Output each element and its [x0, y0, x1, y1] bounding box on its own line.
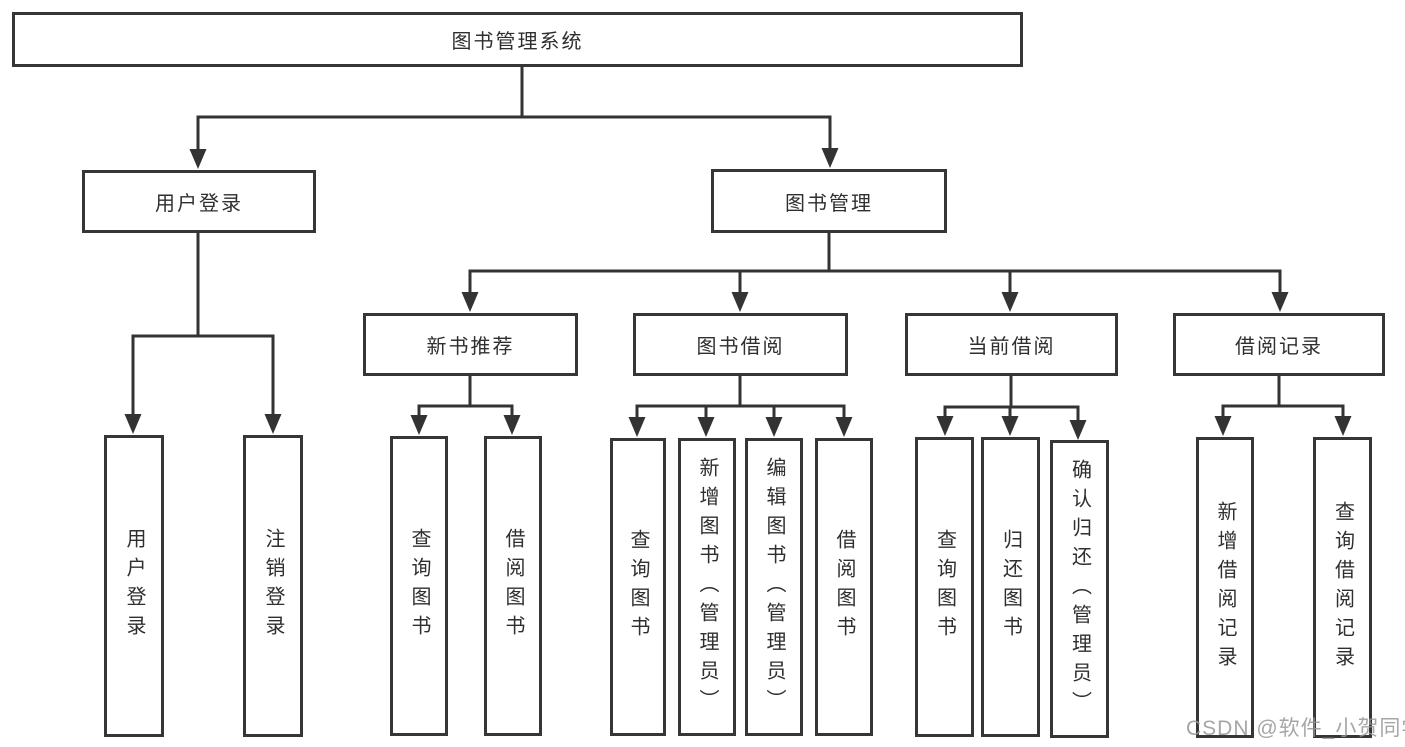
- node-label: 查询图书: [408, 528, 430, 644]
- node-label: 用户登录: [155, 193, 243, 215]
- connector-root-to-level2: [196, 67, 832, 150]
- arrowhead-icon: [410, 415, 428, 435]
- node-label: 新增图书（管理员）: [696, 456, 718, 718]
- arrowhead-icon: [124, 414, 142, 434]
- node-label: 图书管理系统: [451, 31, 584, 53]
- node-label: 图书管理: [785, 192, 873, 215]
- node-label: 查询图书: [627, 529, 649, 645]
- node-label: 新书推荐: [426, 336, 515, 358]
- node-book-management: 图书管理: [711, 169, 947, 233]
- arrowhead-icon: [1001, 416, 1019, 436]
- arrowhead-icon: [628, 417, 646, 437]
- node-label: 归还图书: [999, 529, 1022, 645]
- arrowhead-icon: [264, 414, 282, 434]
- leaf-user-login: 用户登录: [104, 435, 164, 737]
- leaf-query-books-2: 查询图书: [610, 438, 666, 736]
- node-label: 新增借阅记录: [1214, 500, 1236, 675]
- csdn-watermark: CSDN @软件_小贺同学: [1186, 717, 1405, 740]
- leaf-borrow-books-1: 借阅图书: [484, 436, 542, 736]
- leaf-add-book-admin: 新增图书（管理员）: [678, 438, 736, 736]
- node-label: 确认归还（管理员）: [1068, 458, 1091, 720]
- connector-current-borrow-to-leaves: [943, 376, 1080, 421]
- node-new-book-recommend: 新书推荐: [363, 313, 578, 376]
- arrowheads-new-books: [410, 415, 521, 435]
- arrowhead-icon: [936, 416, 954, 436]
- arrowhead-icon: [461, 292, 479, 312]
- node-label: 注销登录: [262, 528, 284, 644]
- node-library-system: 图书管理系统: [12, 12, 1023, 67]
- leaf-confirm-return-admin: 确认归还（管理员）: [1050, 440, 1109, 738]
- arrowhead-icon: [765, 417, 783, 437]
- leaf-query-books-3: 查询图书: [915, 437, 974, 737]
- arrowheads-root-to-level2: [189, 148, 839, 169]
- arrowheads-current-borrow: [936, 416, 1087, 440]
- arrowhead-icon: [503, 415, 521, 435]
- node-label: 查询图书: [933, 529, 956, 645]
- arrowhead-icon: [821, 148, 839, 168]
- connector-line: [131, 233, 275, 416]
- connector-book-borrow-to-leaves: [635, 376, 846, 418]
- node-label: 借阅图书: [833, 529, 855, 645]
- node-label: 用户登录: [123, 528, 145, 644]
- arrowheads-book-mgmt: [461, 292, 1289, 312]
- leaf-query-borrow-record: 查询借阅记录: [1313, 437, 1372, 738]
- arrowhead-icon: [1214, 416, 1232, 436]
- node-label: 图书借阅: [696, 336, 785, 358]
- arrowhead-icon: [1001, 292, 1019, 312]
- node-label: 当前借阅: [967, 336, 1056, 358]
- arrowheads-book-borrow: [628, 417, 853, 437]
- arrowheads-user-login: [124, 414, 282, 434]
- arrowhead-icon: [1069, 420, 1087, 440]
- leaf-add-borrow-record: 新增借阅记录: [1196, 437, 1254, 738]
- leaf-edit-book-admin: 编辑图书（管理员）: [745, 438, 803, 736]
- node-current-borrowing: 当前借阅: [905, 313, 1118, 376]
- arrowhead-icon: [1334, 416, 1352, 436]
- arrowhead-icon: [189, 149, 207, 169]
- node-user-login: 用户登录: [82, 170, 316, 233]
- node-book-borrowing: 图书借阅: [633, 313, 848, 376]
- connector-line: [1221, 376, 1345, 417]
- connector-user-login-to-leaves: [131, 233, 275, 416]
- node-borrow-records: 借阅记录: [1173, 313, 1385, 376]
- connector-line: [196, 67, 832, 150]
- leaf-logout: 注销登录: [243, 435, 303, 737]
- arrowhead-icon: [697, 417, 715, 437]
- connector-new-books-to-leaves: [417, 376, 514, 417]
- connector-line: [635, 376, 846, 418]
- node-label: 查询借阅记录: [1331, 500, 1354, 675]
- connector-line: [468, 233, 1282, 293]
- connector-borrow-records-to-leaves: [1221, 376, 1345, 417]
- leaf-return-book: 归还图书: [981, 437, 1040, 737]
- arrowhead-icon: [1271, 292, 1289, 312]
- connector-line: [943, 376, 1080, 421]
- arrowhead-icon: [731, 292, 749, 312]
- leaf-borrow-books-2: 借阅图书: [815, 438, 873, 736]
- connector-line: [417, 376, 514, 417]
- arrowheads-borrow-records: [1214, 416, 1352, 436]
- node-label: 借阅图书: [502, 528, 524, 644]
- node-label: 借阅记录: [1235, 336, 1323, 358]
- arrowhead-icon: [835, 417, 853, 437]
- connector-book-mgmt-to-level3: [468, 233, 1282, 293]
- node-label: 编辑图书（管理员）: [763, 456, 785, 718]
- leaf-query-books-1: 查询图书: [390, 436, 448, 736]
